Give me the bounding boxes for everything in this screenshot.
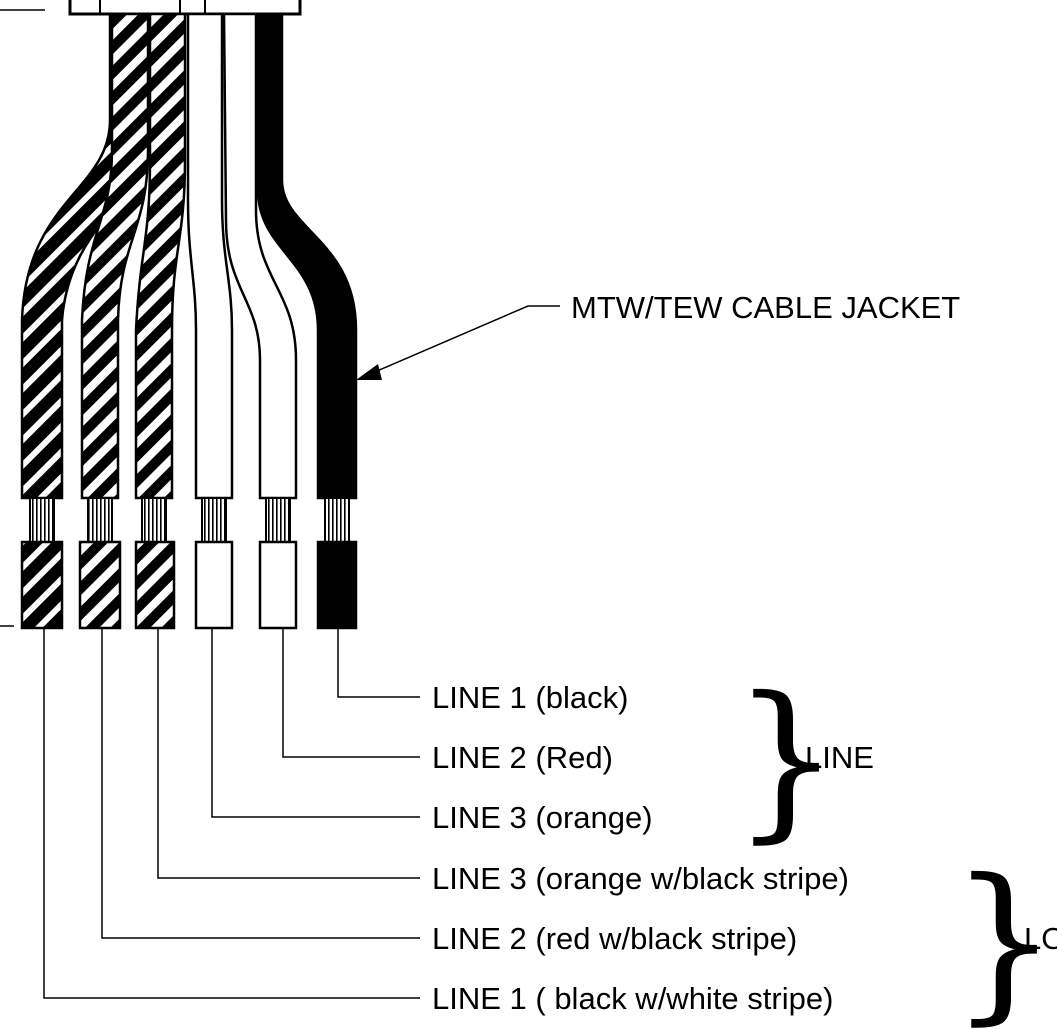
leader-line2 <box>282 628 420 758</box>
exposed-conductors <box>29 497 350 543</box>
label-line1-black: LINE 1 (black) <box>432 680 628 715</box>
line-group-label: LINE <box>805 740 874 775</box>
strands-line3 <box>201 497 227 543</box>
line-group-brace: } <box>732 661 840 859</box>
label-line2-red: LINE 2 (Red) <box>432 740 613 775</box>
strands-line1 <box>324 497 350 543</box>
leader-line1 <box>337 628 420 698</box>
strands-load-line3 <box>141 497 167 543</box>
label-load-line1: LINE 1 ( black w/white stripe) <box>432 981 833 1016</box>
leader-load-line3 <box>157 628 420 879</box>
label-load-line2: LINE 2 (red w/black stripe) <box>432 921 797 956</box>
leader-load-line1 <box>43 628 420 999</box>
jacket-arrowhead <box>356 364 382 380</box>
jacket-leader <box>369 305 560 375</box>
load-group-label: LOAD <box>1024 921 1057 956</box>
wire-load-line2-insulation <box>80 12 150 500</box>
sleeve-load-line2 <box>78 540 122 630</box>
sleeve-load-line1 <box>20 540 64 630</box>
sleeve-line3 <box>194 540 234 630</box>
wire-line1-insulation <box>256 12 358 500</box>
strands-load-line1 <box>29 497 55 543</box>
leader-lines <box>43 628 420 999</box>
jacket-callout-label: MTW/TEW CABLE JACKET <box>571 290 960 325</box>
leader-line3 <box>211 628 420 818</box>
wire-load-line3-insulation <box>134 12 187 500</box>
strands-line2 <box>265 497 291 543</box>
leader-load-line2 <box>101 628 420 939</box>
cable-gland <box>0 0 302 16</box>
strands-load-line2 <box>87 497 113 543</box>
sleeve-line2 <box>258 540 298 630</box>
load-group-brace: } <box>950 843 1057 1029</box>
wire-line3-insulation <box>186 12 234 500</box>
label-line3-orange: LINE 3 (orange) <box>432 800 653 835</box>
label-load-line3: LINE 3 (orange w/black stripe) <box>432 861 849 896</box>
wire-end-sleeves <box>20 540 358 630</box>
sleeve-line1 <box>316 540 358 630</box>
wire-line2-insulation <box>222 12 298 500</box>
sleeve-load-line3 <box>134 540 176 630</box>
jacket-callout: MTW/TEW CABLE JACKET <box>356 290 960 380</box>
